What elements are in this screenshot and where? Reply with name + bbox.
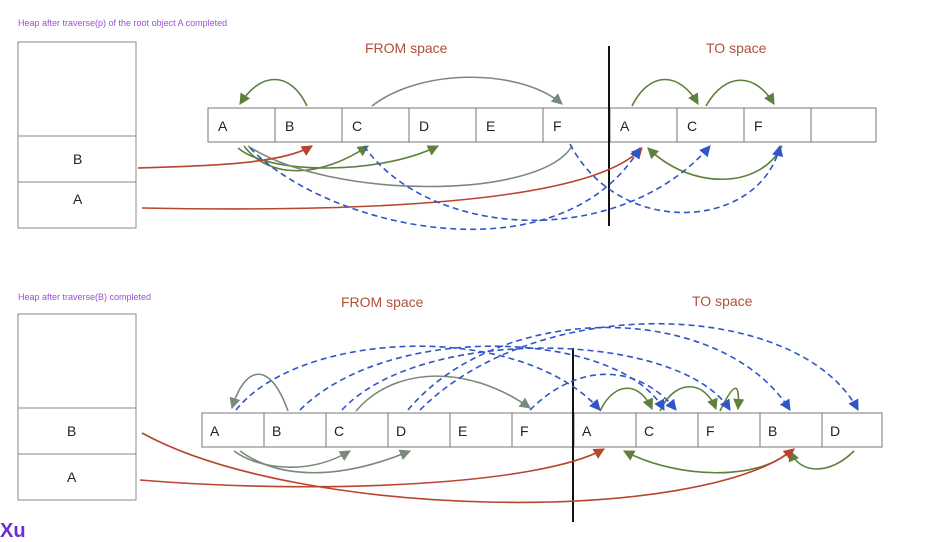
to-cell-d [821, 412, 883, 448]
panel-1-arrows [137, 76, 784, 231]
to-cell-c-label: C [687, 118, 697, 134]
forward-arrow [705, 79, 775, 107]
forwarding-pointer-arrow [419, 322, 859, 411]
pointer-arrow [239, 449, 412, 474]
to-cell-f-label: F [706, 423, 715, 439]
from-cell-e-label: E [486, 118, 495, 134]
pointer-arrow [233, 450, 351, 468]
pointer-arrow [623, 450, 791, 474]
panel-2-root-stack: B A [17, 313, 137, 501]
forwarding-pointer-arrow [249, 147, 641, 231]
from-cell-b-label: B [285, 118, 294, 134]
panel-1-to-space-label: TO space [706, 40, 767, 56]
from-cell-a-label: A [218, 118, 228, 134]
from-cell-c-label: C [334, 423, 344, 439]
panel-1-from-space-cells: A B C D E F [207, 107, 611, 143]
from-cell-d-label: D [419, 118, 429, 134]
stack-slot-b [17, 135, 137, 183]
forwarding-pointer-arrow [529, 373, 677, 411]
panel-1: Heap after traverse(p) of the root objec… [17, 18, 877, 231]
stack-slot-a [17, 181, 137, 229]
from-cell-d [408, 107, 477, 143]
to-cell-b-label: B [768, 423, 777, 439]
forwarding-pointer-arrow [569, 143, 784, 214]
to-cell-c [635, 412, 699, 448]
from-cell-c [325, 412, 389, 448]
panel-1-to-space-cells: A C F [609, 107, 877, 143]
from-cell-e [449, 412, 513, 448]
panel-2-arrows [139, 322, 859, 504]
forward-arrow [371, 76, 563, 107]
forwarding-pointer-arrow [235, 345, 601, 411]
to-cell-d-label: D [830, 423, 840, 439]
panel-1-caption: Heap after traverse(p) of the root objec… [18, 18, 227, 28]
from-cell-d [387, 412, 451, 448]
forward-arrow [719, 387, 745, 412]
to-cell-a-label: A [582, 423, 592, 439]
to-cell-empty [810, 107, 877, 143]
panel-2-from-space-cells: A B C D E F [201, 412, 575, 448]
stack-slot-b-label: B [67, 423, 76, 439]
cut-off-slide-text: Xu [0, 520, 26, 542]
from-cell-a [207, 107, 276, 143]
panel-1-from-space-label: FROM space [365, 40, 448, 56]
stack-slot-empty [17, 41, 137, 137]
to-cell-c-label: C [644, 423, 654, 439]
panel-2: Heap after traverse(B) completed FROM sp… [17, 292, 883, 522]
root-pointer-arrow [139, 448, 605, 488]
from-cell-f [542, 107, 611, 143]
forward-arrow [631, 78, 699, 107]
pointer-arrow [788, 449, 855, 470]
pointer-arrow [243, 145, 369, 172]
root-pointer-arrow [141, 147, 643, 210]
from-cell-b-label: B [272, 423, 281, 439]
to-cell-a-label: A [620, 118, 630, 134]
from-cell-c [341, 107, 410, 143]
from-cell-e-label: E [458, 423, 467, 439]
from-cell-e [475, 107, 544, 143]
stack-slot-empty [17, 313, 137, 409]
panel-2-from-space-label: FROM space [341, 294, 424, 310]
from-cell-c-label: C [352, 118, 362, 134]
panel-2-caption: Heap after traverse(B) completed [18, 292, 151, 302]
stack-slot-b [17, 407, 137, 455]
forwarding-pointer-arrow [299, 345, 665, 411]
stack-slot-a-label: A [73, 191, 83, 207]
forwarding-pointer-arrow [407, 326, 791, 411]
panel-2-to-space-label: TO space [692, 293, 753, 309]
to-cell-f-label: F [754, 118, 763, 134]
pointer-arrow [647, 145, 783, 181]
to-cell-c [676, 107, 745, 143]
panel-1-root-stack: B A [17, 41, 137, 229]
from-cell-a-label: A [210, 423, 220, 439]
stack-slot-b-label: B [73, 151, 82, 167]
stack-slot-a-label: A [67, 469, 77, 485]
forwarding-pointer-arrow [341, 347, 731, 411]
from-cell-f-label: F [520, 423, 529, 439]
root-pointer-arrow [137, 145, 313, 169]
forward-arrow [659, 385, 718, 412]
to-cell-b [759, 412, 823, 448]
to-cell-f [697, 412, 761, 448]
panel-2-to-space-cells: A C F B D [573, 412, 883, 448]
pointer-arrow [247, 145, 573, 188]
root-pointer-arrow [141, 432, 795, 504]
from-cell-b [263, 412, 327, 448]
stack-slot-a [17, 453, 137, 501]
forward-arrow [229, 373, 289, 412]
forward-arrow [355, 375, 531, 412]
from-cell-f-label: F [553, 118, 562, 134]
forward-arrow [239, 78, 308, 107]
forwarding-pointer-arrow [363, 145, 711, 222]
forward-arrow [599, 387, 654, 412]
from-cell-d-label: D [396, 423, 406, 439]
